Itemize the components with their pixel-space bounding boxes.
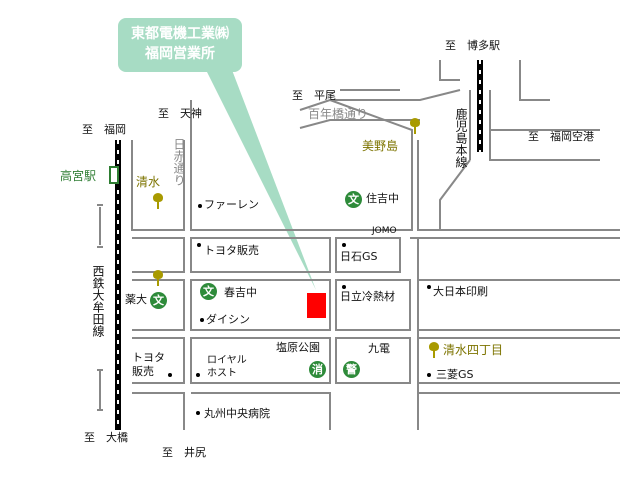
place-label-hitachi: 日立冷熱材 <box>340 290 395 303</box>
place-label-royal-line2: ホスト <box>207 368 237 379</box>
place-label-jomo: JOMO <box>372 226 397 236</box>
landmark-dot <box>196 373 200 377</box>
tree-icon <box>409 118 421 134</box>
direction-airport: 至 福岡空港 <box>528 130 594 143</box>
landmark-dot <box>342 243 346 247</box>
callout-company: 東都電機工業㈱ <box>131 26 229 42</box>
landmark-dot <box>197 243 201 247</box>
road <box>299 89 461 111</box>
block-outline <box>335 337 411 384</box>
block-outline <box>190 337 331 384</box>
callout-office: 福岡営業所 <box>145 46 215 62</box>
place-label-royal-line1: ロイヤル <box>207 355 247 366</box>
place-label-furen: ファーレン <box>204 198 259 211</box>
block-outline <box>190 237 331 273</box>
block-outline <box>335 237 401 273</box>
road-label-hyakunenbashi: 百年橋通り <box>308 107 369 121</box>
landmark-dot <box>342 285 346 289</box>
fire-station-icon: 消 <box>309 361 326 378</box>
landmark-dot <box>200 318 204 322</box>
place-label-haruyoshi-jh: 春吉中 <box>224 286 257 299</box>
landmark-dot <box>196 411 200 415</box>
tree-icon <box>152 270 164 286</box>
landmark-dot <box>168 373 172 377</box>
road <box>519 60 550 101</box>
place-label-shiobara: 塩原公園 <box>276 341 320 354</box>
road <box>439 60 460 81</box>
landmark-dot <box>198 204 202 208</box>
park-label-minoshima: 美野島 <box>362 139 399 153</box>
school-icon: 文 <box>150 292 167 309</box>
takamiya-station-marker <box>109 166 119 184</box>
tree-icon <box>152 193 164 209</box>
block-outline <box>190 279 331 331</box>
landmark-dot <box>427 373 431 377</box>
place-label-daishin: ダイシン <box>206 313 250 326</box>
road <box>299 119 420 129</box>
office-marker <box>307 293 326 318</box>
landmark-dot <box>427 285 431 289</box>
block-outline <box>335 279 411 331</box>
direction-hakata: 至 博多駅 <box>445 39 500 52</box>
police-icon: 警 <box>343 361 360 378</box>
school-icon: 文 <box>345 191 362 208</box>
direction-ijiri: 至 井尻 <box>162 446 206 459</box>
place-label-kyuden: 九電 <box>368 342 390 355</box>
place-label-dainippon: 大日本印刷 <box>433 285 488 298</box>
place-label-nisseki-gs: 日石GS <box>340 250 378 263</box>
callout-pointer <box>206 70 316 290</box>
block-outline <box>132 337 185 384</box>
place-label-toyota2-line1: トヨタ <box>132 351 165 364</box>
tree-icon <box>428 342 440 358</box>
place-label-marukyu: 丸州中央病院 <box>204 407 270 420</box>
place-label-mitsubishi-gs: 三菱GS <box>436 368 474 381</box>
road-label-nisseki: 日赤通り <box>172 138 186 186</box>
place-label-yakuin: 薬大 <box>125 293 147 306</box>
road <box>489 90 600 161</box>
railway-label-kagoshima: 鹿児島本線 <box>454 108 468 168</box>
callout-box: 東都電機工業㈱ 福岡営業所 <box>118 18 242 72</box>
direction-hirao: 至 平尾 <box>292 89 336 102</box>
place-label-sumiyoshi-jh: 住吉中 <box>366 192 399 205</box>
road <box>417 140 620 231</box>
station-label-takamiya: 高宮駅 <box>60 169 97 183</box>
park-label-shimizu: 清水 <box>136 175 161 189</box>
block-outline <box>191 392 331 430</box>
direction-fukuoka: 至 福岡 <box>82 123 126 136</box>
block-outline <box>132 237 185 273</box>
direction-tenjin: 至 天神 <box>158 107 202 120</box>
road <box>439 159 471 230</box>
block-outline <box>131 140 185 231</box>
direction-ohashi: 至 大橋 <box>84 431 128 444</box>
block-outline <box>132 392 185 430</box>
school-icon: 文 <box>200 283 217 300</box>
place-label-toyota2-line2: 販売 <box>132 365 154 378</box>
park-label-shimizu4: 清水四丁目 <box>443 343 504 357</box>
railway-label-nishitetsu: 西鉄大牟田線 <box>91 265 105 337</box>
place-label-toyota1: トヨタ販売 <box>204 244 259 257</box>
